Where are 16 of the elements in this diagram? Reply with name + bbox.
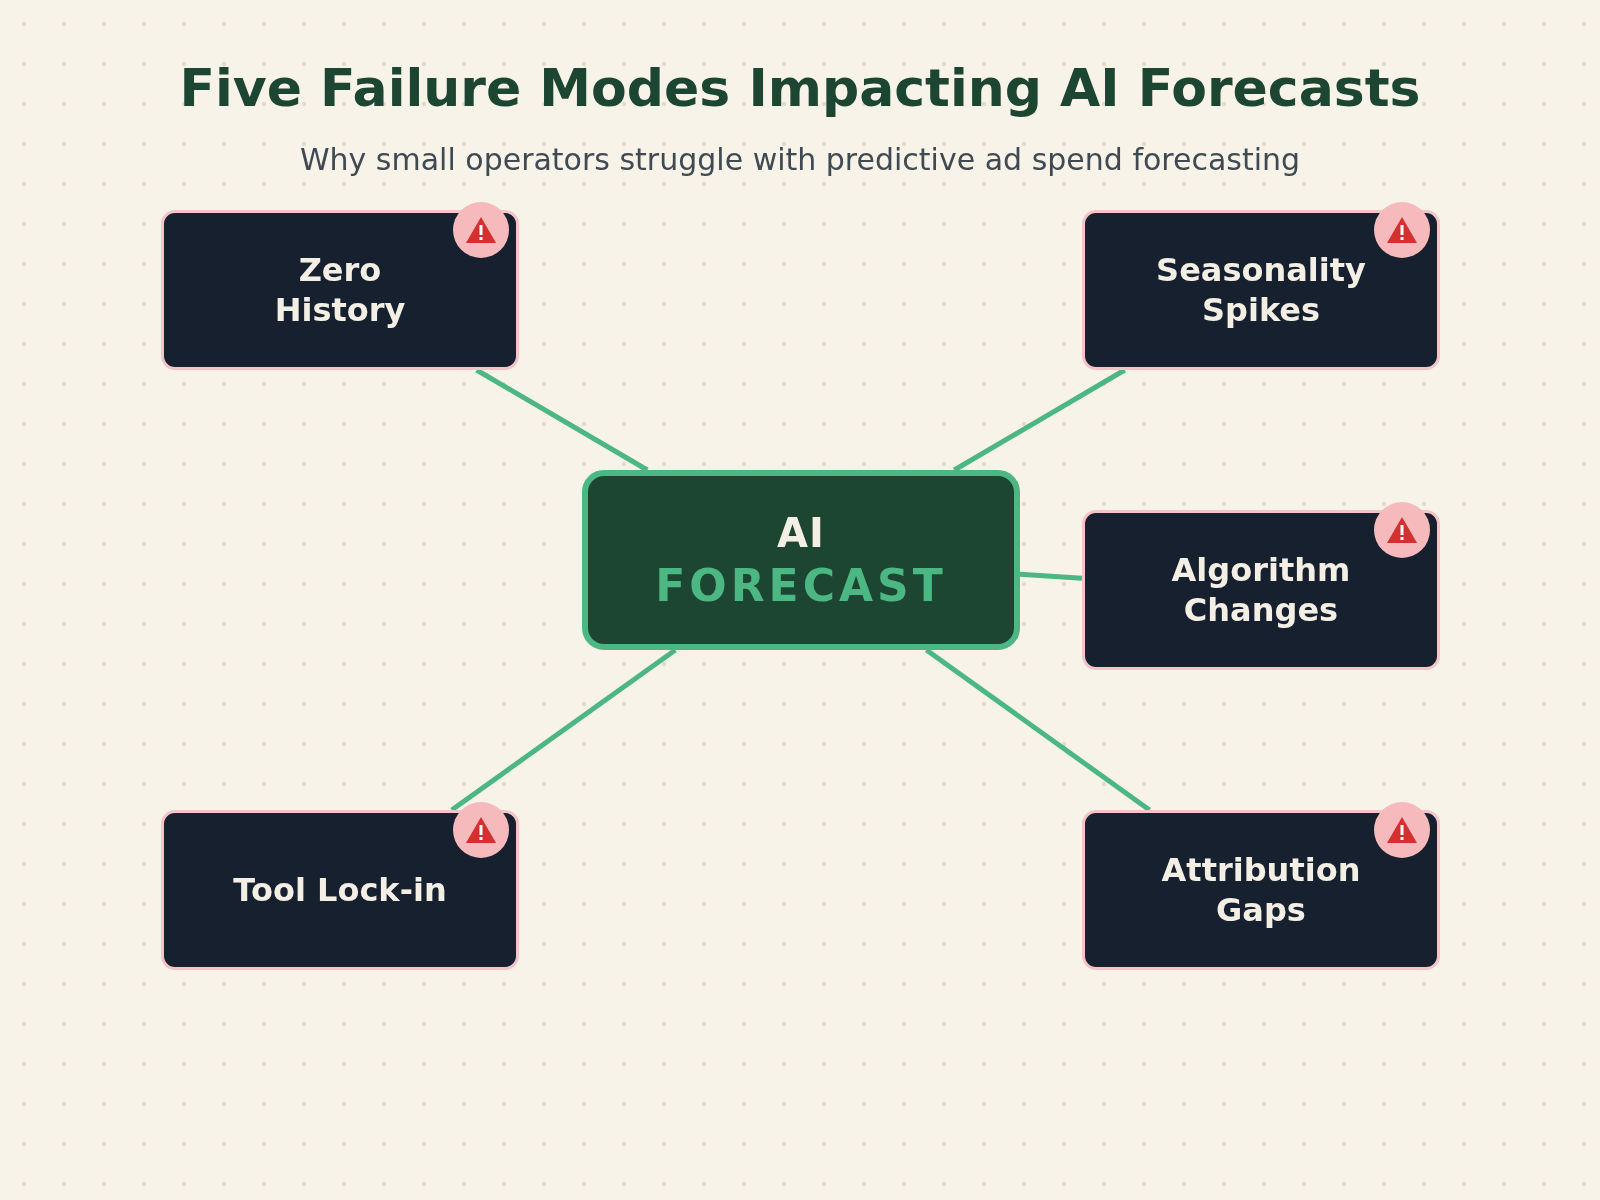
- card-label: Tool Lock-in: [232, 870, 448, 910]
- card-label: Attribution Gaps: [1160, 850, 1362, 930]
- title: Five Failure Modes Impacting AI Forecasts: [178, 58, 1422, 118]
- connector-line: [1019, 571, 1083, 581]
- failure-mode-card: [161, 810, 519, 970]
- card-label: Zero History: [273, 250, 407, 330]
- hub-label: FORECAST: [655, 559, 947, 611]
- hub-box: [582, 470, 1020, 650]
- failure-mode-card: [1082, 810, 1440, 970]
- failure-mode-card: [161, 210, 519, 370]
- card-label: Algorithm Changes: [1170, 550, 1352, 630]
- card-label: Seasonality Spikes: [1155, 250, 1367, 330]
- failure-mode-card: [1082, 510, 1440, 670]
- subtitle: Why small operators struggle with predictive ad spend forecasting: [298, 142, 1302, 177]
- hub-label: AI: [777, 509, 825, 556]
- failure-mode-card: [1082, 210, 1440, 370]
